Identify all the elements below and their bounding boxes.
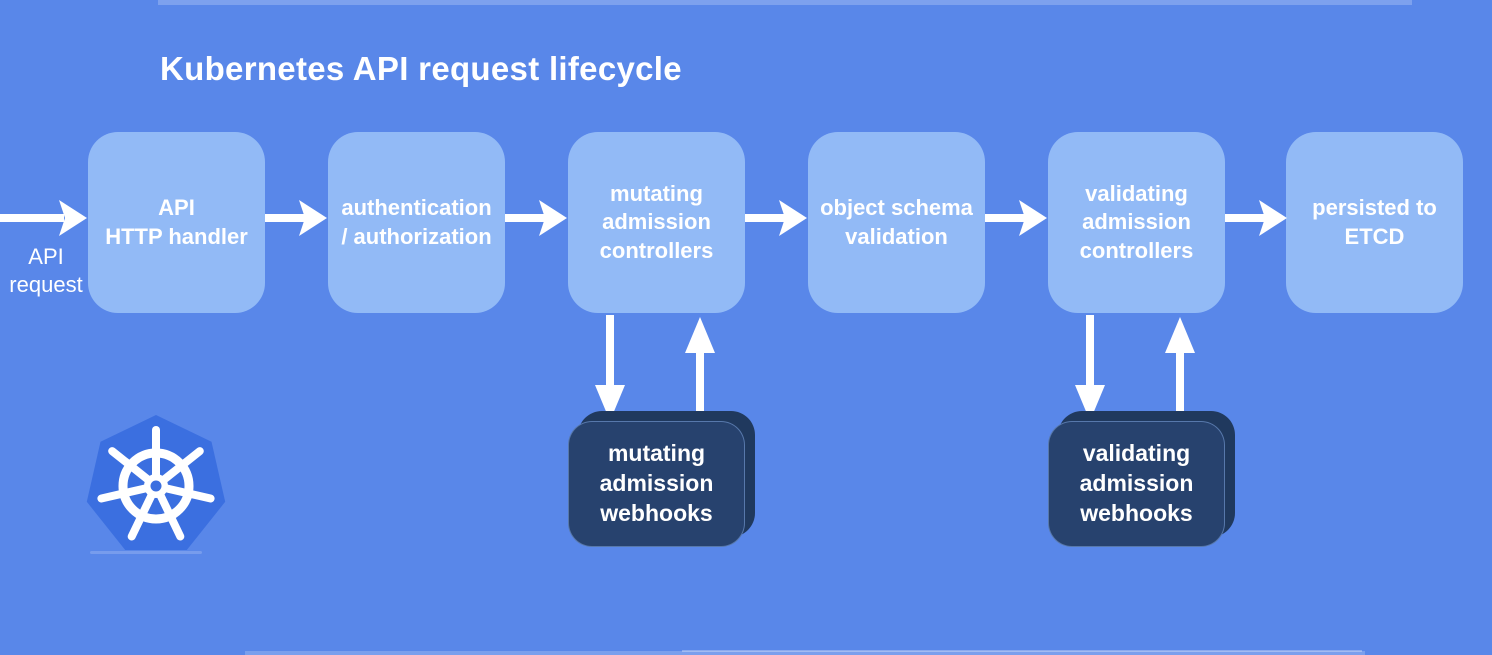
api-request-label: API request xyxy=(9,244,83,297)
logo-shadow-streak xyxy=(90,551,202,554)
flow-box-validating-admission-controllers: validating admission controllers xyxy=(1048,132,1225,313)
top-edge-strip xyxy=(158,0,1412,5)
page-title: Kubernetes API request lifecycle xyxy=(160,50,682,87)
arrow-right-icon xyxy=(985,196,1048,240)
flow-box-object-schema-validation: object schema validation xyxy=(808,132,985,313)
flow-box-persisted-to-etcd: persisted to ETCD xyxy=(1286,132,1463,313)
api-request-entry-arrow-icon xyxy=(0,196,88,240)
kubernetes-logo-icon xyxy=(76,412,236,567)
webhook-box-label: validating admission webhooks xyxy=(1079,440,1194,526)
flow-box-label: validating admission controllers xyxy=(1079,180,1194,263)
arrow-down-icon xyxy=(592,315,628,423)
arrow-right-icon xyxy=(505,196,568,240)
bottom-edge-strip-bright xyxy=(682,650,1362,652)
flow-box-authentication-authorization: authentication / authorization xyxy=(328,132,505,313)
arrow-up-icon xyxy=(1162,315,1198,423)
flow-box-label: object schema validation xyxy=(820,194,973,249)
bottom-edge-strip xyxy=(245,651,1365,655)
flow-box-label: API HTTP handler xyxy=(105,194,248,249)
arrow-right-icon xyxy=(1225,196,1288,240)
webhook-box-label: mutating admission webhooks xyxy=(599,440,714,526)
arrow-right-icon xyxy=(265,196,328,240)
flow-box-mutating-admission-controllers: mutating admission controllers xyxy=(568,132,745,313)
webhook-box-validating: validating admission webhooks xyxy=(1048,421,1225,547)
flow-box-api-http-handler: API HTTP handler xyxy=(88,132,265,313)
arrow-up-icon xyxy=(682,315,718,423)
arrow-down-icon xyxy=(1072,315,1108,423)
flow-box-label: persisted to ETCD xyxy=(1312,194,1437,249)
webhook-box-mutating: mutating admission webhooks xyxy=(568,421,745,547)
arrow-right-icon xyxy=(745,196,808,240)
flow-box-label: mutating admission controllers xyxy=(599,180,714,263)
flow-box-label: authentication / authorization xyxy=(341,194,492,249)
